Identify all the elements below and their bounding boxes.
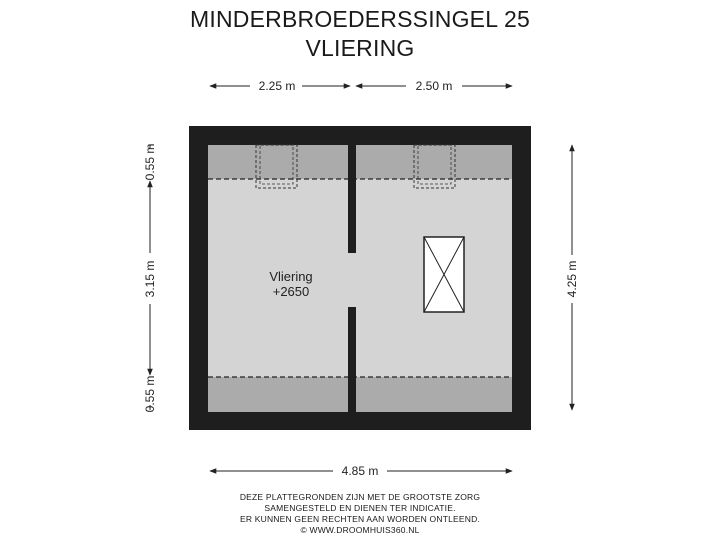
disclaimer: DEZE PLATTEGRONDEN ZIJN MET DE GROOTSTE … <box>0 492 720 536</box>
dim-left-bottom: 0.55 m <box>143 376 157 413</box>
dim-top-right: 2.50 m <box>416 79 453 93</box>
skylight-left-inner <box>259 144 294 185</box>
dim-right: 4.25 m <box>565 261 579 298</box>
dim-bottom: 4.85 m <box>342 464 379 478</box>
room-level: +2650 <box>273 284 310 299</box>
low-ceiling-zone-top <box>208 145 512 179</box>
dim-left-top: 0.55 m <box>143 144 157 181</box>
disclaimer-line-4: © WWW.DROOMHUIS360.NL <box>300 525 420 535</box>
plan-title-address: MINDERBROEDERSSINGEL 25 <box>190 6 530 32</box>
disclaimer-line-3: ER KUNNEN GEEN RECHTEN AAN WORDEN ONTLEE… <box>239 514 481 524</box>
floor-area <box>208 145 512 412</box>
dim-left-middle: 3.15 m <box>143 261 157 298</box>
partition-wall-lower <box>348 307 356 412</box>
low-ceiling-zone-bottom <box>208 377 512 412</box>
disclaimer-line-1: DEZE PLATTEGRONDEN ZIJN MET DE GROOTSTE … <box>239 492 481 502</box>
dim-top-left: 2.25 m <box>259 79 296 93</box>
partition-wall-upper <box>348 145 356 253</box>
disclaimer-line-2: SAMENGESTELD EN DIENEN TER INDICATIE. <box>264 503 456 513</box>
roof-hatch-cross-2 <box>423 236 465 313</box>
skylight-right-inner <box>417 144 452 185</box>
room-name: Vliering <box>269 269 312 284</box>
plan-title-floor: VLIERING <box>305 35 415 61</box>
